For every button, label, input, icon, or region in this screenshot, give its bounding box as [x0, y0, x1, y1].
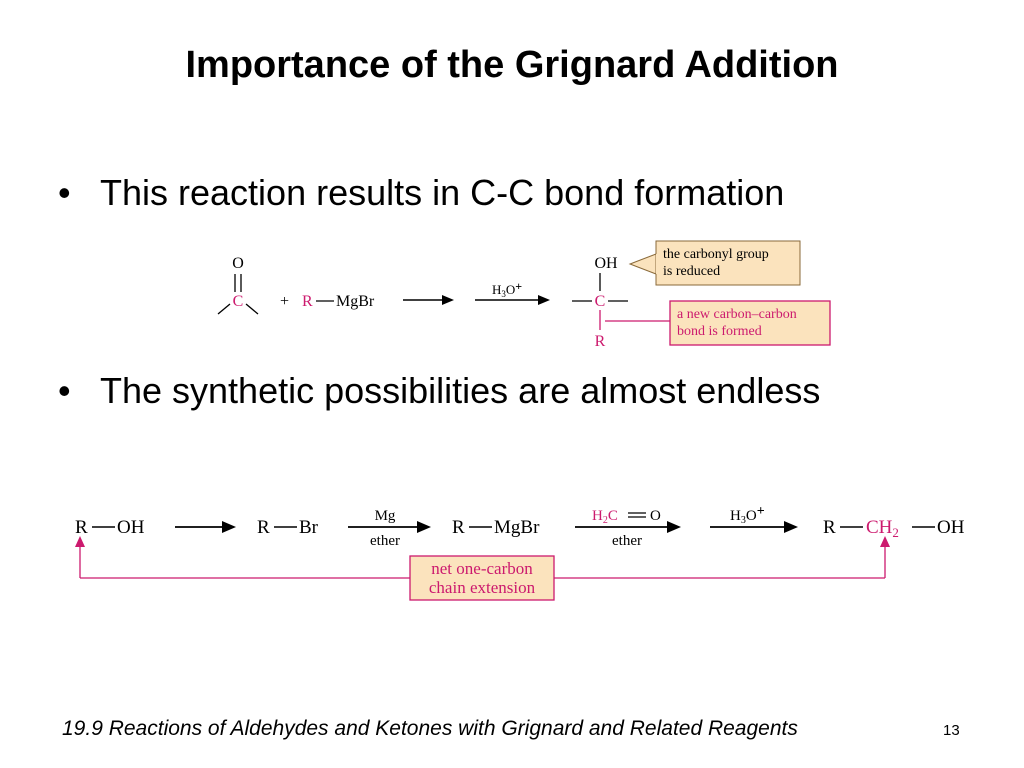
- atom-r: R: [302, 293, 313, 310]
- atom-r: R: [75, 517, 88, 538]
- arrow-head: [222, 521, 236, 533]
- reagent-formaldehyde-o: O: [650, 508, 661, 524]
- atom-r: R: [823, 517, 836, 538]
- page-number: 13: [943, 722, 960, 739]
- callout-reduced-line2: is reduced: [663, 264, 720, 279]
- arrow-head: [784, 521, 798, 533]
- reagent-h3o: H3O+: [730, 504, 765, 526]
- reagent-mg: Mg: [375, 508, 396, 524]
- reagent-ether: ether: [370, 533, 400, 549]
- callout-box-extension: [409, 555, 555, 601]
- bullet-marker: •: [58, 370, 71, 411]
- arrow-head: [538, 295, 550, 305]
- callout-box-new-bond: [669, 300, 831, 346]
- atom-ch2: CH2: [866, 517, 899, 540]
- atom-oh: OH: [937, 517, 965, 538]
- plus-sign: +: [280, 293, 289, 310]
- bullet-text: This reaction results in C-C bond format…: [100, 172, 785, 213]
- bullet-2: • The synthetic possibilities are almost …: [58, 370, 820, 412]
- atom-o: O: [232, 255, 244, 272]
- atom-oh: OH: [594, 255, 618, 272]
- atom-r: R: [595, 333, 606, 350]
- bracket-arrow-head: [75, 536, 85, 547]
- arrow-head: [417, 521, 431, 533]
- mgbr-label: MgBr: [336, 293, 375, 310]
- grignard-reaction-diagram: O C + R MgBr H3O+ OH C R the carbonyl gr…: [217, 240, 831, 350]
- bullet-text: The synthetic possibilities are almost e…: [100, 370, 821, 411]
- atom-c: C: [595, 293, 606, 310]
- reagent-ether: ether: [612, 533, 642, 549]
- slide-title: Importance of the Grignard Addition: [185, 44, 839, 86]
- mgbr-label: MgBr: [494, 517, 540, 538]
- atom-r: R: [257, 517, 270, 538]
- callout-reduced-line1: the carbonyl group: [663, 247, 769, 262]
- slide-footer: 19.9 Reactions of Aldehydes and Ketones …: [62, 717, 798, 740]
- callout-extension-line2: chain extension: [429, 578, 536, 597]
- chain-extension-diagram: R OH R Br Mg ether R MgBr H2C O ether H3…: [75, 504, 965, 601]
- bracket-arrow-head: [880, 536, 890, 547]
- bullet-1: • This reaction results in C-C bond forma…: [58, 172, 784, 214]
- bullet-marker: •: [58, 172, 71, 213]
- callout-box-reduced: [655, 240, 801, 286]
- callout-new-bond-line2: bond is formed: [677, 324, 762, 339]
- atom-r: R: [452, 517, 465, 538]
- reagent-formaldehyde-h2c: H2C: [592, 508, 618, 526]
- arrow-head: [442, 295, 454, 305]
- reagent-h3o: H3O+: [492, 279, 522, 299]
- callout-new-bond-line1: a new carbon–carbon: [677, 307, 797, 322]
- atom-oh: OH: [117, 517, 145, 538]
- callout-extension-line1: net one-carbon: [431, 559, 533, 578]
- atom-br: Br: [299, 517, 319, 538]
- arrow-head: [667, 521, 681, 533]
- atom-c: C: [233, 293, 244, 310]
